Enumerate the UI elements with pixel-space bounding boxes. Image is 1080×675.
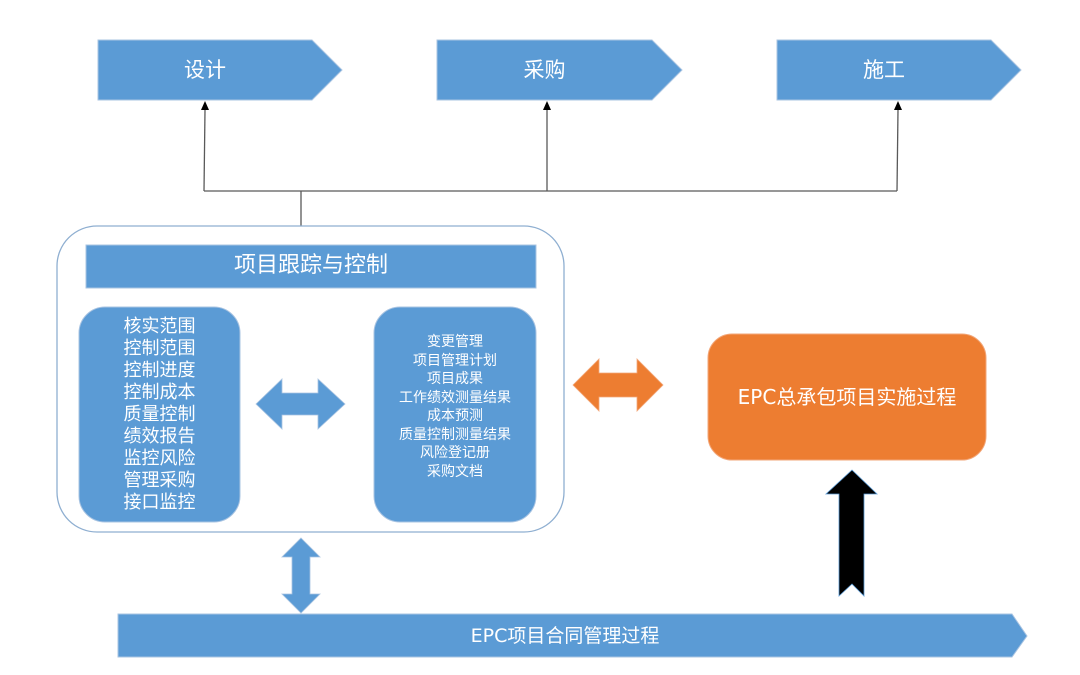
list-item: 监控风险 xyxy=(123,447,196,469)
epc-contract-process-bar[interactable] xyxy=(117,613,1028,658)
arrowhead-design-icon xyxy=(201,101,209,110)
list-item: 质量控制 xyxy=(123,403,196,425)
epc-implementation-box[interactable] xyxy=(707,333,987,461)
control-outputs-box[interactable] xyxy=(373,306,537,523)
connector-lines xyxy=(203,109,899,243)
list-item: 控制进度 xyxy=(123,359,196,381)
control-activities-box[interactable] xyxy=(78,306,241,523)
list-item: 项目管理计划 xyxy=(413,352,497,369)
list-item: 风险登记册 xyxy=(420,445,490,461)
list-item: 质量控制测量结果 xyxy=(399,426,511,443)
vertical-double-arrow-icon xyxy=(281,537,321,614)
list-item: 管理采购 xyxy=(123,469,196,491)
list-item: 控制范围 xyxy=(123,337,196,359)
connector-to-design xyxy=(203,109,206,192)
connector-to-construction xyxy=(896,109,899,192)
outer-double-arrow-icon xyxy=(572,358,664,412)
list-item: 绩效报告 xyxy=(123,425,196,447)
list-item: 核实范围 xyxy=(123,315,196,337)
list-item: 控制成本 xyxy=(123,381,196,403)
control-outputs-list: 变更管理 项目管理计划 项目成果 工作绩效测量结果 成本预测 质量控制测量结果 … xyxy=(374,307,536,507)
phase-construction[interactable] xyxy=(776,39,1022,101)
list-item: 变更管理 xyxy=(427,334,483,350)
phase-procurement[interactable] xyxy=(436,39,683,101)
control-activities-list: 核实范围 控制范围 控制进度 控制成本 质量控制 绩效报告 监控风险 管理采购 … xyxy=(79,310,240,519)
epc-implementation-label: EPC总承包项目实施过程 xyxy=(737,385,957,409)
arrowhead-procurement-icon xyxy=(543,101,551,110)
list-item: 采购文档 xyxy=(427,463,483,480)
list-item: 工作绩效测量结果 xyxy=(399,389,511,406)
connector-arrowheads xyxy=(201,101,902,110)
list-item: 项目成果 xyxy=(427,371,483,387)
list-item: 成本预测 xyxy=(427,408,483,424)
phase-design[interactable] xyxy=(97,39,343,101)
tracking-control-title-bar[interactable] xyxy=(85,244,537,289)
list-item: 接口监控 xyxy=(123,491,196,513)
inner-double-arrow-icon xyxy=(255,378,346,430)
arrowhead-construction-icon xyxy=(894,101,902,110)
notched-up-arrow-icon xyxy=(824,469,878,597)
